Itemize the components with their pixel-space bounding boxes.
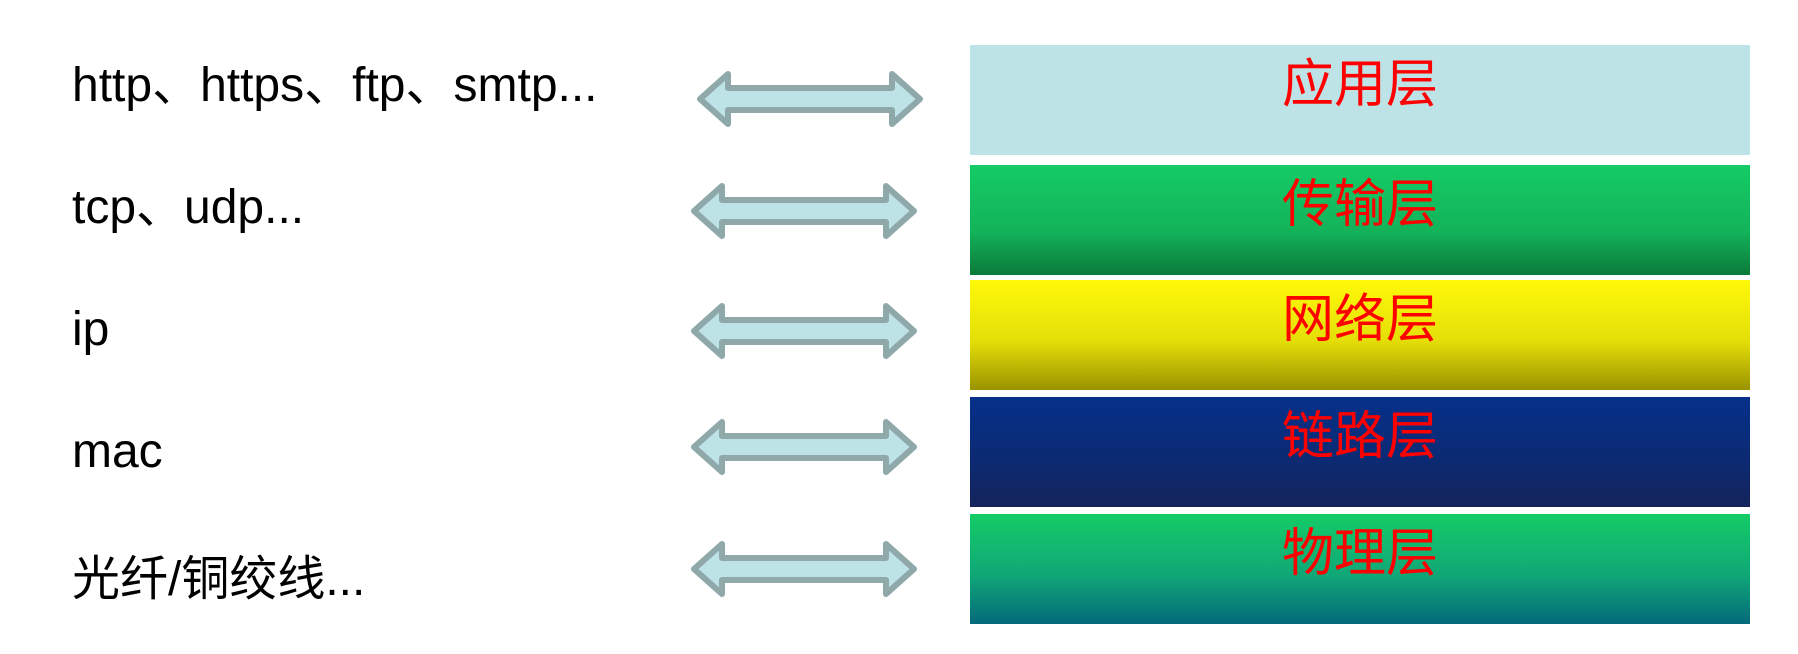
layer-network: 网络层 <box>970 280 1750 390</box>
layer-transport: 传输层 <box>970 165 1750 275</box>
protocol-label-transport: tcp、udp... <box>72 181 305 234</box>
layer-link: 链路层 <box>970 397 1750 507</box>
layer-label-physical: 物理层 <box>1281 524 1438 584</box>
layer-label-transport: 传输层 <box>1281 175 1438 235</box>
double-arrow-icon <box>697 71 923 127</box>
layer-label-network: 网络层 <box>1281 290 1438 350</box>
double-arrow-icon <box>691 183 917 239</box>
protocol-label-application: http、https、ftp、smtp... <box>72 59 598 112</box>
double-arrow-icon <box>691 541 917 597</box>
layer-application: 应用层 <box>970 45 1750 155</box>
double-arrow-icon <box>691 303 917 359</box>
layer-physical: 物理层 <box>970 514 1750 624</box>
protocol-label-network: ip <box>72 303 110 356</box>
layer-label-application: 应用层 <box>1281 55 1438 115</box>
protocol-label-link: mac <box>72 425 163 478</box>
protocol-label-physical: 光纤/铜绞线... <box>72 553 366 606</box>
layer-label-link: 链路层 <box>1281 407 1438 467</box>
double-arrow-icon <box>691 419 917 475</box>
